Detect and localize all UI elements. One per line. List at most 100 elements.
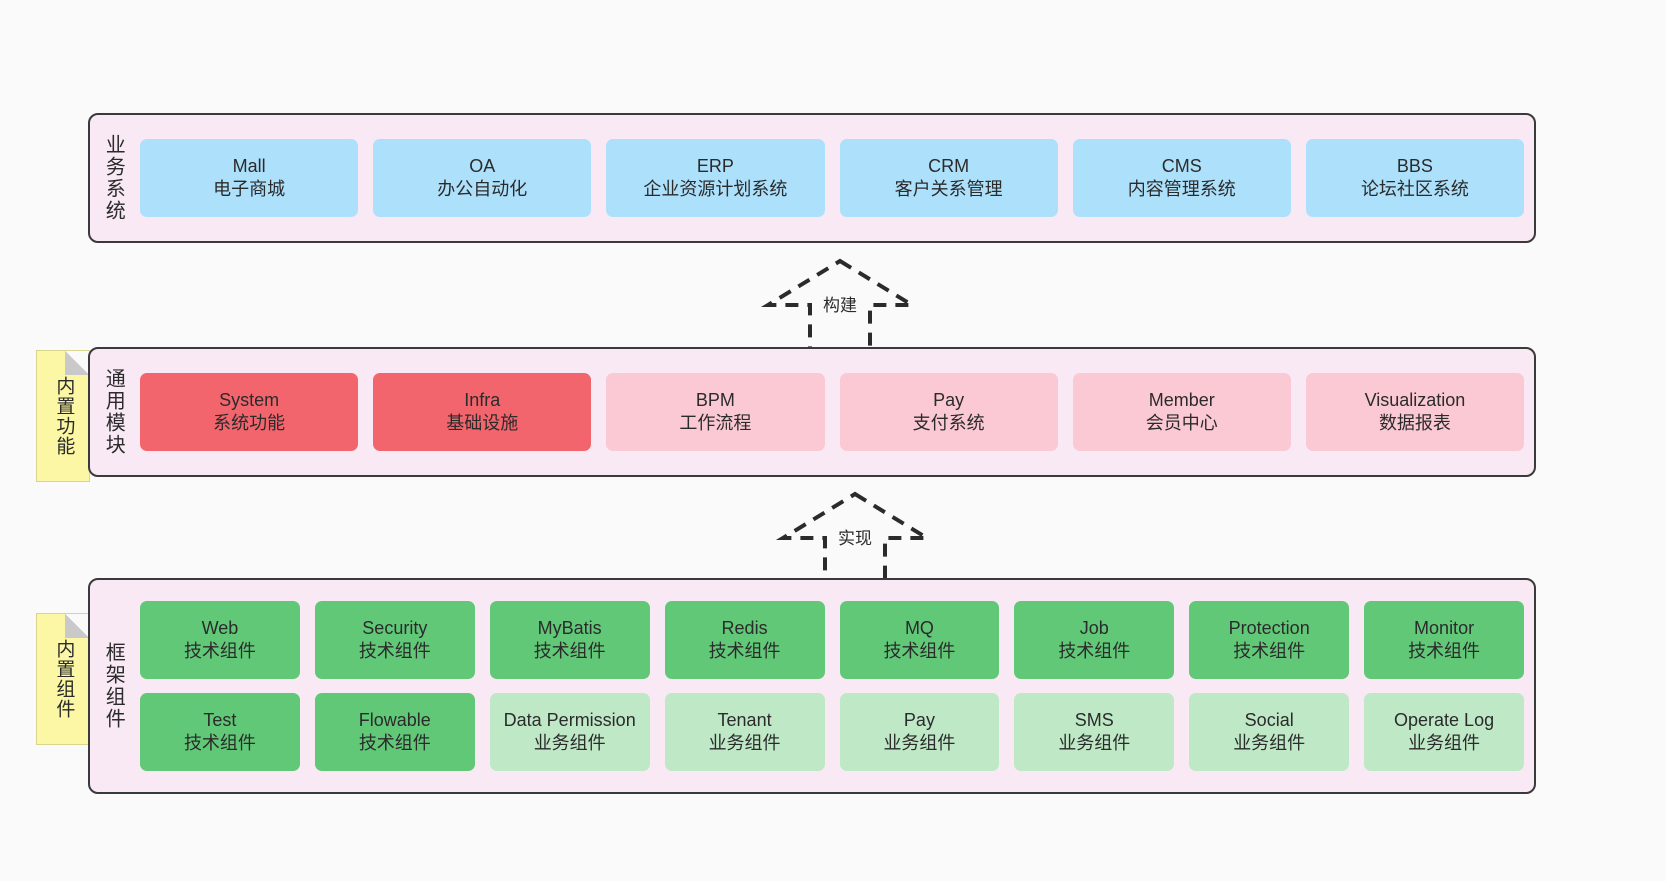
node-subtitle: 系统功能	[213, 413, 286, 433]
node-name: Job	[1079, 617, 1109, 638]
framework-node-job[interactable]: Job 技术组件	[1014, 601, 1175, 679]
framework-node-pay[interactable]: Pay 业务组件	[839, 693, 1000, 771]
common-node-infra[interactable]: Infra 基础设施	[373, 373, 592, 451]
node-subtitle: 企业资源计划系统	[643, 179, 788, 199]
framework-component-grid: Web 技术组件 Security 技术组件 MyBatis 技术组件 Redi…	[136, 580, 1534, 792]
node-subtitle: 会员中心	[1145, 413, 1218, 433]
sticky-note-builtin-function: 内置功能	[36, 350, 90, 482]
node-subtitle: 技术组件	[708, 641, 781, 661]
node-name: Tenant	[717, 709, 772, 730]
build-relation-arrow: 构建	[760, 255, 920, 355]
node-subtitle: 技术组件	[183, 641, 256, 661]
node-subtitle: 技术组件	[533, 641, 606, 661]
node-name: Mall	[232, 155, 266, 176]
framework-node-redis[interactable]: Redis 技术组件	[664, 601, 825, 679]
node-name: SMS	[1074, 709, 1114, 730]
framework-node-mq[interactable]: MQ 技术组件	[839, 601, 1000, 679]
node-name: Visualization	[1364, 389, 1466, 410]
common-node-visualization[interactable]: Visualization 数据报表	[1305, 373, 1525, 451]
node-subtitle: 客户关系管理	[894, 179, 1003, 199]
business-node-mall[interactable]: Mall 电子商城	[140, 139, 359, 217]
framework-node-sms[interactable]: SMS 业务组件	[1014, 693, 1175, 771]
framework-node-data-permission[interactable]: Data Permission 业务组件	[489, 693, 650, 771]
node-name: Operate Log	[1394, 709, 1495, 730]
node-name: Protection	[1228, 617, 1310, 638]
node-subtitle: 工作流程	[679, 413, 752, 433]
business-node-erp[interactable]: ERP 企业资源计划系统	[606, 139, 825, 217]
node-name: OA	[469, 155, 496, 176]
framework-component-layer-title: 框架组件	[102, 642, 125, 730]
node-name: Web	[201, 617, 239, 638]
node-name: Test	[203, 709, 237, 730]
business-system-layer: 业务系统 Mall 电子商城 OA 办公自动化 ERP 企业资源计划系统 CRM…	[88, 113, 1536, 243]
node-name: MQ	[904, 617, 934, 638]
common-module-node-row: System 系统功能 Infra 基础设施 BPM 工作流程 Pay 支付系统…	[136, 349, 1534, 475]
node-name: BPM	[695, 389, 735, 410]
node-name: Pay	[933, 389, 965, 410]
node-name: Security	[362, 617, 428, 638]
framework-node-social[interactable]: Social 业务组件	[1189, 693, 1350, 771]
node-subtitle: 业务组件	[533, 733, 606, 753]
sticky-note-label: 内置功能	[53, 376, 75, 456]
node-subtitle: 技术组件	[883, 641, 956, 661]
node-subtitle: 基础设施	[446, 413, 519, 433]
framework-node-operate-log[interactable]: Operate Log 业务组件	[1364, 693, 1524, 771]
node-name: MyBatis	[537, 617, 602, 638]
build-arrow-label: 构建	[823, 296, 857, 315]
node-name: Redis	[721, 617, 768, 638]
node-name: CMS	[1161, 155, 1202, 176]
node-subtitle: 业务组件	[1058, 733, 1131, 753]
node-subtitle: 业务组件	[708, 733, 781, 753]
common-module-layer: 通用模块 System 系统功能 Infra 基础设施 BPM 工作流程 Pay…	[88, 347, 1536, 477]
page-fold-icon	[65, 351, 89, 375]
framework-tech-component-row: Web 技术组件 Security 技术组件 MyBatis 技术组件 Redi…	[140, 601, 1524, 679]
common-node-member[interactable]: Member 会员中心	[1072, 373, 1291, 451]
node-subtitle: 电子商城	[213, 179, 286, 199]
business-node-crm[interactable]: CRM 客户关系管理	[839, 139, 1058, 217]
node-subtitle: 论坛社区系统	[1360, 179, 1469, 199]
node-subtitle: 内容管理系统	[1127, 179, 1236, 199]
node-subtitle: 技术组件	[1408, 641, 1481, 661]
framework-node-tenant[interactable]: Tenant 业务组件	[664, 693, 825, 771]
node-subtitle: 办公自动化	[437, 179, 528, 199]
node-subtitle: 技术组件	[358, 733, 431, 753]
business-system-layer-title: 业务系统	[102, 134, 125, 222]
page-fold-icon	[65, 614, 89, 638]
framework-node-mybatis[interactable]: MyBatis 技术组件	[489, 601, 650, 679]
framework-node-security[interactable]: Security 技术组件	[314, 601, 475, 679]
node-name: Infra	[464, 389, 501, 410]
common-node-system[interactable]: System 系统功能	[140, 373, 359, 451]
node-name: Flowable	[358, 709, 431, 730]
framework-node-flowable[interactable]: Flowable 技术组件	[314, 693, 475, 771]
framework-business-component-row: Test 技术组件 Flowable 技术组件 Data Permission …	[140, 693, 1524, 771]
framework-node-test[interactable]: Test 技术组件	[140, 693, 300, 771]
framework-node-protection[interactable]: Protection 技术组件	[1189, 601, 1350, 679]
common-module-layer-title: 通用模块	[102, 368, 125, 456]
node-name: Pay	[903, 709, 935, 730]
node-name: Social	[1244, 709, 1294, 730]
business-node-cms[interactable]: CMS 内容管理系统	[1072, 139, 1291, 217]
node-name: Member	[1148, 389, 1215, 410]
node-name: System	[219, 389, 280, 410]
framework-node-monitor[interactable]: Monitor 技术组件	[1364, 601, 1524, 679]
node-name: BBS	[1396, 155, 1433, 176]
node-subtitle: 技术组件	[358, 641, 431, 661]
sticky-note-label: 内置组件	[53, 639, 75, 719]
node-subtitle: 支付系统	[912, 413, 985, 433]
framework-component-layer: 框架组件 Web 技术组件 Security 技术组件 MyBatis 技术组件…	[88, 578, 1536, 794]
node-subtitle: 业务组件	[1408, 733, 1481, 753]
business-node-bbs[interactable]: BBS 论坛社区系统	[1305, 139, 1525, 217]
node-subtitle: 技术组件	[183, 733, 256, 753]
node-name: Data Permission	[503, 709, 636, 730]
node-subtitle: 业务组件	[1233, 733, 1306, 753]
node-name: ERP	[696, 155, 734, 176]
implement-relation-arrow: 实现	[775, 488, 935, 588]
common-node-bpm[interactable]: BPM 工作流程	[606, 373, 825, 451]
sticky-note-builtin-component: 内置组件	[36, 613, 90, 745]
node-subtitle: 技术组件	[1058, 641, 1131, 661]
framework-node-web[interactable]: Web 技术组件	[140, 601, 300, 679]
node-subtitle: 数据报表	[1378, 413, 1451, 433]
business-node-oa[interactable]: OA 办公自动化	[373, 139, 592, 217]
node-name: CRM	[928, 155, 970, 176]
common-node-pay[interactable]: Pay 支付系统	[839, 373, 1058, 451]
